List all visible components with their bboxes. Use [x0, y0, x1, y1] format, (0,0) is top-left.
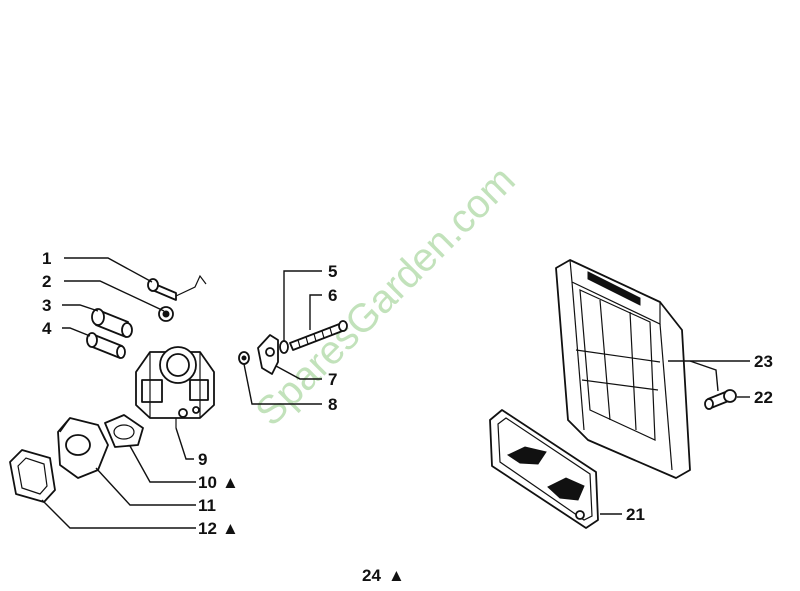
part-10-gasket	[104, 414, 144, 448]
part-8-nut	[238, 351, 250, 365]
callout-3: 3	[42, 296, 51, 315]
part-22-screw	[704, 389, 737, 410]
callout-10: 10	[198, 473, 217, 492]
triangle-marker-10: ▲	[222, 473, 239, 492]
callout-7: 7	[328, 370, 337, 389]
callout-8: 8	[328, 395, 337, 414]
callout-2: 2	[42, 272, 51, 291]
part-12-gasket	[9, 449, 56, 503]
part-4-sleeve	[86, 332, 126, 359]
callout-24: 24	[362, 566, 381, 585]
part-5-washer	[279, 340, 289, 354]
triangle-marker-12: ▲	[222, 519, 239, 538]
callout-12: 12	[198, 519, 217, 538]
callout-9: 9	[198, 450, 207, 469]
triangle-marker-24: ▲	[388, 566, 405, 585]
callout-6: 6	[328, 286, 337, 305]
part-7-lever	[257, 334, 279, 375]
callout-23: 23	[754, 352, 773, 371]
part-9-carburetor	[135, 346, 215, 428]
part-3-sleeve	[91, 308, 133, 338]
part-1-choke-rod	[147, 274, 207, 301]
watermark: SparesGarden.com	[247, 158, 523, 434]
callout-11: 11	[198, 496, 216, 515]
leader-lines	[41, 257, 750, 529]
callout-21: 21	[626, 505, 645, 524]
callout-1: 1	[42, 249, 51, 268]
callout-5: 5	[328, 262, 337, 281]
part-11-intake-manifold	[57, 417, 109, 479]
part-6-screw	[289, 320, 348, 351]
part-23-filter-housing	[555, 259, 691, 479]
part-21-filter	[489, 409, 599, 529]
callout-22: 22	[754, 388, 773, 407]
callout-4: 4	[42, 319, 52, 338]
